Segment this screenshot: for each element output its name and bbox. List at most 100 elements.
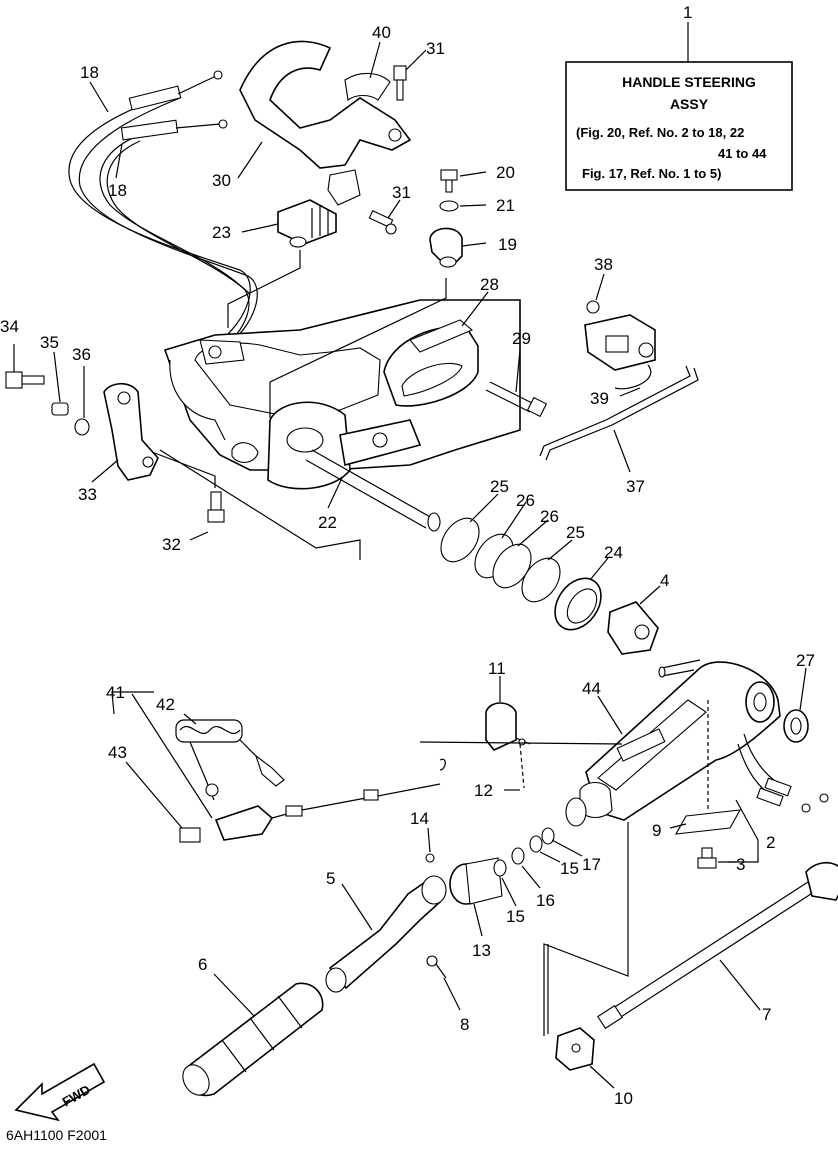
callout-label: 15 xyxy=(560,859,579,878)
leader-42 xyxy=(183,713,197,725)
callout-label: 10 xyxy=(614,1089,633,1108)
collar-body xyxy=(607,601,659,655)
screw-14 xyxy=(425,853,435,863)
bolt-31-lower xyxy=(368,209,397,235)
spring-16 xyxy=(511,847,525,865)
grip-rib xyxy=(277,995,303,1029)
leader-35 xyxy=(53,351,61,403)
shaft-end xyxy=(427,512,441,532)
grip-end xyxy=(182,1064,210,1096)
clamp-nut xyxy=(439,256,457,268)
shaft-edge-bottom xyxy=(305,459,427,529)
assembly-line xyxy=(419,741,623,745)
handle-pivot-hole xyxy=(753,692,767,712)
bolt-head xyxy=(385,223,397,235)
callout-label: 31 xyxy=(392,183,411,202)
shaft-flange xyxy=(421,875,447,905)
stop-switch-38 xyxy=(584,300,656,390)
assembly-line xyxy=(151,451,216,488)
leader-22 xyxy=(327,477,343,509)
leader-18a xyxy=(89,81,109,113)
screw-8 xyxy=(426,955,447,979)
leader-10 xyxy=(589,1065,615,1089)
callout-label: 30 xyxy=(212,171,231,190)
bolt-head xyxy=(440,169,458,181)
washer-17 xyxy=(541,827,555,845)
leader-43 xyxy=(125,761,183,829)
leader-7 xyxy=(719,959,761,1011)
callout-label: 25 xyxy=(566,523,585,542)
rod-edge-top xyxy=(603,881,809,1015)
link-rod-37 xyxy=(539,365,699,461)
callout-label: 34 xyxy=(0,317,19,336)
rod-edge-bottom xyxy=(609,891,815,1025)
info-box: HANDLE STEERING ASSY (Fig. 20, Ref. No. … xyxy=(565,22,793,191)
lanyard-clip xyxy=(254,754,285,787)
lever-body xyxy=(103,382,159,481)
callout-label: 13 xyxy=(472,941,491,960)
leader-29 xyxy=(515,349,521,393)
callout-label: 24 xyxy=(604,543,623,562)
washer-36 xyxy=(74,418,90,436)
leader-41-42-bracket xyxy=(111,691,154,715)
callout-label: 12 xyxy=(474,781,493,800)
lanyard-ring xyxy=(205,783,219,797)
callout-label: 41 xyxy=(106,683,125,702)
callout-label: 25 xyxy=(490,477,509,496)
bolt-shank xyxy=(701,847,713,859)
switch-wire xyxy=(377,783,441,797)
callout-label: 11 xyxy=(488,659,506,678)
steering-handle-44 xyxy=(565,659,829,827)
callout-numbers: 1 2 3 4 5 6 7 8 9 10 11 12 13 14 15 15 1… xyxy=(0,3,815,1108)
grip-rib xyxy=(221,1039,247,1073)
callout-label: 33 xyxy=(78,485,97,504)
bolt-32 xyxy=(207,491,225,523)
callout-label: 28 xyxy=(480,275,499,294)
callout-label: 1 xyxy=(683,3,692,22)
leader-33 xyxy=(91,459,119,483)
callout-label: 35 xyxy=(40,333,59,352)
leader-9 xyxy=(669,823,687,829)
bracket-cover-40 xyxy=(344,72,391,101)
callout-label: 43 xyxy=(108,743,127,762)
fwd-arrow: FWD xyxy=(14,1062,106,1122)
mount-body xyxy=(277,199,337,245)
screw-head xyxy=(425,853,435,863)
assembly-line xyxy=(159,449,361,560)
leader-15b xyxy=(539,851,561,863)
collar-hole xyxy=(634,624,650,640)
handle-cable-fitting xyxy=(764,777,792,797)
lever-hole xyxy=(117,391,131,405)
callout-label: 6 xyxy=(198,955,207,974)
collar-4 xyxy=(607,601,659,655)
info-box-line3: (Fig. 20, Ref. No. 2 to 18, 22 xyxy=(576,125,744,140)
bracket-bolt xyxy=(372,432,388,448)
bolt-shank xyxy=(445,179,453,193)
callout-label: 23 xyxy=(212,223,231,242)
leader-8 xyxy=(443,977,461,1011)
callout-label: 18 xyxy=(80,63,99,82)
bracket-lug xyxy=(231,442,259,463)
switch-body xyxy=(214,805,274,841)
bolt-shank-bottom xyxy=(485,389,531,413)
switch-wire-hook xyxy=(439,758,446,771)
callout-label: 44 xyxy=(582,679,601,698)
leader-18b xyxy=(115,143,123,179)
plate-slot xyxy=(401,362,463,397)
callout-label: 29 xyxy=(512,329,531,348)
leader-26b xyxy=(517,519,549,547)
bolt-head xyxy=(697,857,717,869)
rubber-mount-23 xyxy=(277,199,337,248)
throttle-shaft-5 xyxy=(325,875,447,993)
callout-label: 32 xyxy=(162,535,181,554)
steering-bracket xyxy=(239,40,412,169)
bushing-inner xyxy=(790,717,802,735)
handle-tube xyxy=(661,659,701,669)
bolt-34 xyxy=(5,371,45,389)
info-box-frame xyxy=(565,61,793,191)
callout-label: 18 xyxy=(108,181,127,200)
handle-label-plate xyxy=(616,728,666,762)
leader-38 xyxy=(595,273,605,301)
bracket-10 xyxy=(555,1027,595,1071)
callout-label: 4 xyxy=(660,571,669,590)
